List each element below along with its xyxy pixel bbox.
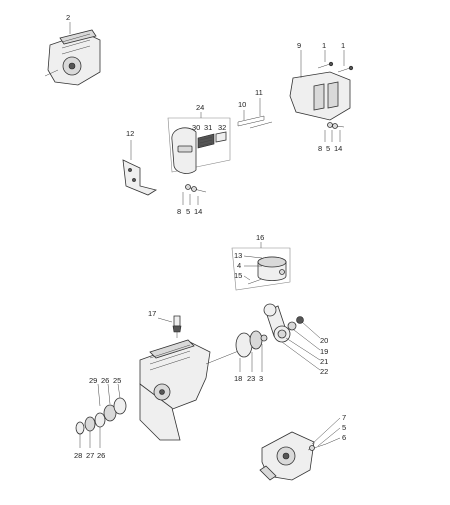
callout-18: 18 <box>234 374 242 383</box>
callout-26b: 26 <box>97 451 105 460</box>
callout-25: 25 <box>113 376 121 385</box>
callout-10: 10 <box>238 100 246 109</box>
part-24-muffler-group: 24 30 31 32 <box>167 103 231 174</box>
callout-32: 32 <box>218 123 226 132</box>
part-10-11-clips: 10 11 <box>237 88 273 129</box>
callout-31: 31 <box>204 123 212 132</box>
callout-2: 2 <box>66 13 70 22</box>
callout-13: 13 <box>234 251 242 260</box>
callout-8b: 8 <box>177 207 181 216</box>
callout-21: 21 <box>320 357 328 366</box>
part-2-engine-assembly: 2 <box>44 13 101 86</box>
callout-15: 15 <box>234 271 242 280</box>
crankshaft: 18 23 3 <box>205 330 268 383</box>
engine-block <box>139 339 211 441</box>
callout-5b: 5 <box>186 207 190 216</box>
callout-1b: 1 <box>341 41 345 50</box>
connecting-rod: 20 19 21 22 <box>263 303 328 376</box>
callout-24: 24 <box>196 103 204 112</box>
callout-30: 30 <box>192 123 200 132</box>
callout-29: 29 <box>89 376 97 385</box>
callout-5a: 5 <box>326 144 330 153</box>
callout-12: 12 <box>126 129 134 138</box>
callout-20: 20 <box>320 336 328 345</box>
callout-14b: 14 <box>194 207 202 216</box>
callout-22: 22 <box>320 367 328 376</box>
part-12-bracket: 12 <box>122 129 158 196</box>
part-8-5-14-right: 8 5 14 <box>318 122 345 153</box>
part-1-screws: 1 1 <box>317 41 354 73</box>
part-8-5-14-left: 8 5 14 <box>177 184 207 216</box>
part-16-piston-group: 16 13 4 15 <box>231 233 291 291</box>
callout-6: 6 <box>342 433 346 442</box>
callout-7: 7 <box>342 413 346 422</box>
callout-17: 17 <box>148 309 156 318</box>
callout-14a: 14 <box>334 144 342 153</box>
callout-11: 11 <box>255 88 263 97</box>
callout-16: 16 <box>256 233 264 242</box>
callout-3: 3 <box>259 374 263 383</box>
callout-23: 23 <box>247 374 255 383</box>
callout-27: 27 <box>86 451 94 460</box>
callout-19: 19 <box>320 347 328 356</box>
part-9-cylinder-cover: 9 <box>289 41 351 121</box>
callout-28: 28 <box>74 451 82 460</box>
crankcase-half: 7 5 6 <box>259 413 346 481</box>
callout-5c: 5 <box>342 423 346 432</box>
seal-bearing-stack: 29 26 25 28 27 26 <box>74 376 127 460</box>
part-17-spark-plug: 17 <box>148 309 182 338</box>
callout-9: 9 <box>297 41 301 50</box>
callout-4: 4 <box>237 261 241 270</box>
callout-8a: 8 <box>318 144 322 153</box>
callout-1a: 1 <box>322 41 326 50</box>
callout-26a: 26 <box>101 376 109 385</box>
